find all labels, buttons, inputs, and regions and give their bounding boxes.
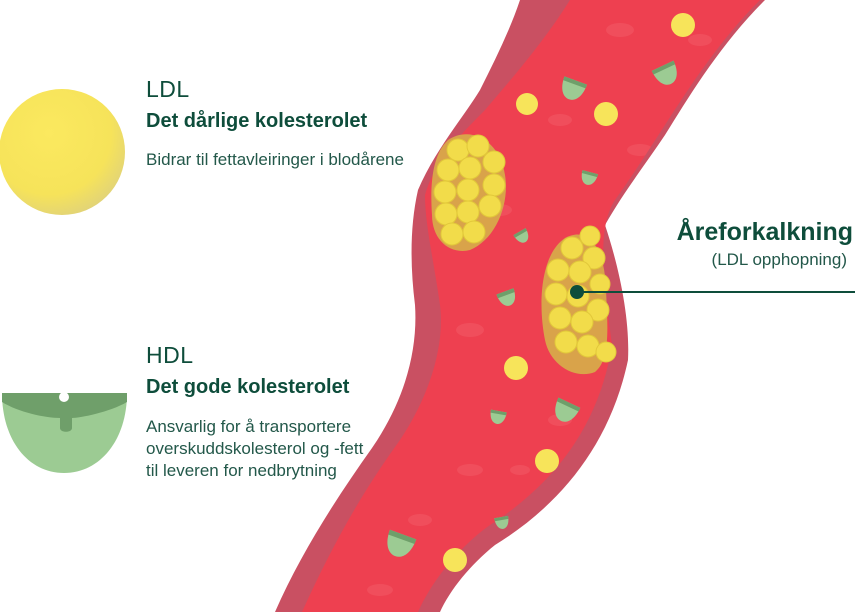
hdl-legend-icon xyxy=(2,392,127,473)
callout-subtitle: (LDL opphopning) xyxy=(711,250,847,269)
ldl-particles xyxy=(443,13,695,572)
hdl-description: Ansvarlig for å transportere overskuddsk… xyxy=(146,417,364,480)
ldl-description: Bidrar til fettavleiringer i blodårene xyxy=(146,150,404,169)
ldl-title: Det dårlige kolesterolet xyxy=(146,110,368,132)
hdl-name: HDL xyxy=(146,342,194,368)
plaque-deposit-upper xyxy=(431,134,506,251)
ldl-name: LDL xyxy=(146,76,190,102)
hdl-title: Det gode kolesterolet xyxy=(146,376,350,398)
hdl-particles xyxy=(387,60,677,557)
ldl-legend-icon xyxy=(0,89,125,215)
callout-dot xyxy=(570,285,584,299)
callout-title: Åreforkalkning xyxy=(676,218,853,246)
